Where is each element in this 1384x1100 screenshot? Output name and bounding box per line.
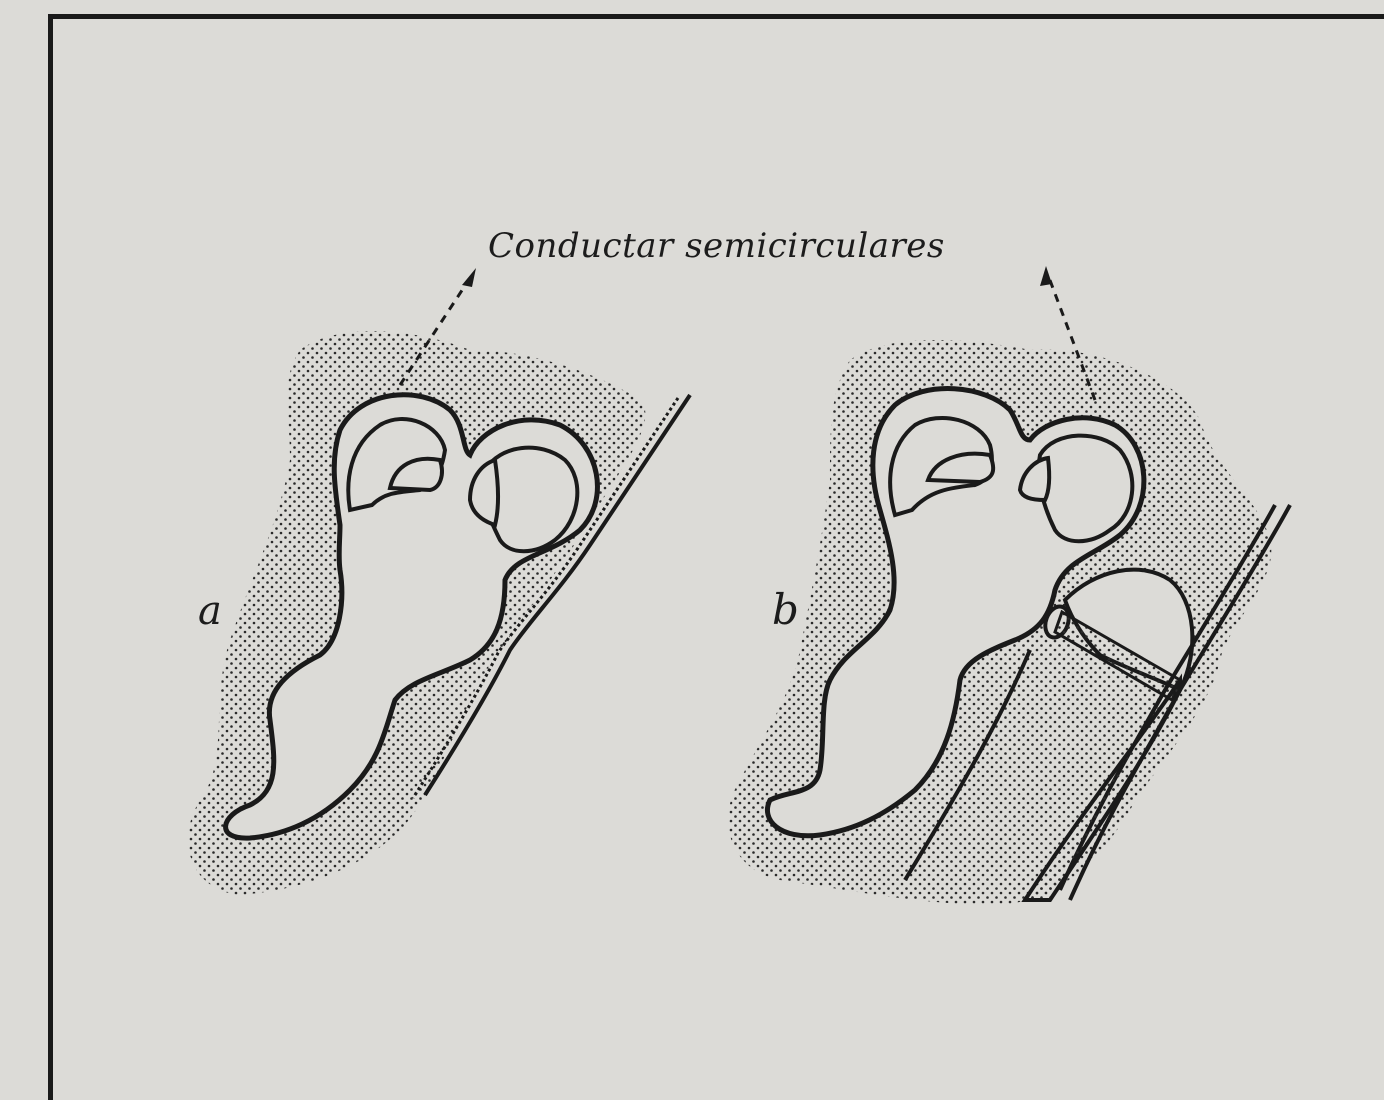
caption-label: Conductar semicirculares xyxy=(488,226,945,266)
panel-a-pointer-arrowhead xyxy=(462,268,476,287)
panel-a-label: a xyxy=(198,588,222,634)
panel-b-label: b xyxy=(772,585,799,634)
panel-b-canal-2 xyxy=(1039,436,1133,542)
panel-b-drawing xyxy=(728,266,1290,905)
panel-a-drawing xyxy=(188,268,690,895)
panel-b-pointer-arrowhead xyxy=(1040,266,1052,286)
